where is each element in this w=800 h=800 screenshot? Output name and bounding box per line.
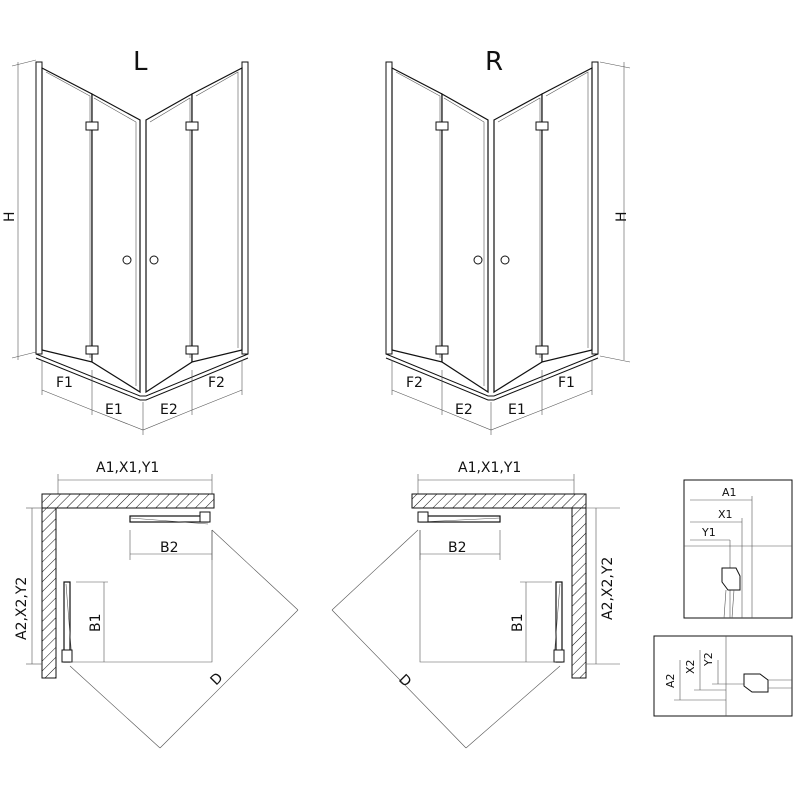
detail-bottom: A2 X2 Y2 [653, 635, 793, 717]
width-dimensions-right: F2 E2 E1 F1 [391, 360, 593, 435]
hinge-icon [535, 345, 549, 355]
door-leaf-e1 [91, 92, 141, 394]
side-panel-f1 [41, 67, 93, 363]
diagonal-label-left: D [208, 670, 227, 689]
width-dimensions-left: F1 E1 E2 F2 [41, 360, 243, 435]
back-wall [411, 493, 587, 509]
side-panel-f2 [391, 67, 443, 363]
height-dimension-right: H [599, 61, 631, 363]
e2-label-left: E2 [160, 402, 178, 418]
back-wall [41, 493, 215, 509]
view-label-left: L [133, 47, 148, 77]
hinge-icon [535, 121, 549, 131]
wall-profile-left [385, 61, 393, 355]
e1-label-right: E1 [508, 402, 526, 418]
diagonal-label-right: D [395, 672, 414, 691]
b1-label-left: B1 [88, 613, 104, 632]
f1-label-left: F1 [56, 375, 73, 391]
width-a-label-left: A1,X1,Y1 [96, 460, 159, 476]
elevation-right: R H F2 [385, 47, 631, 435]
side-panel-f2 [191, 67, 243, 363]
elevation-left: L H [2, 47, 249, 435]
plan-right: A1,X1,Y1 A2,X2,Y2 B2 B1 D [331, 460, 620, 749]
hinge-icon [85, 345, 99, 355]
hinge-icon [185, 345, 199, 355]
hinge-icon [435, 345, 449, 355]
detail-a1-label: A1 [722, 486, 737, 499]
b1-label-right: B1 [510, 613, 526, 632]
width-a-label-right: A1,X1,Y1 [458, 460, 521, 476]
width-b-label-left: A2,X2,Y2 [14, 577, 30, 640]
side-wall [41, 507, 57, 679]
knob-icon [149, 255, 159, 265]
detail-frame [653, 635, 793, 717]
wall-profile-left [35, 61, 43, 355]
profile-icon [743, 673, 769, 693]
knob-icon [122, 255, 132, 265]
detail-y2-label: Y2 [702, 652, 715, 667]
detail-x2-label: X2 [684, 659, 697, 674]
side-wall [571, 507, 587, 679]
door-leaf-e2 [145, 92, 193, 394]
wall-profile-right [241, 61, 249, 355]
b2-label-left: B2 [160, 540, 179, 556]
hinge-icon [435, 121, 449, 131]
detail-frame [683, 479, 793, 619]
e2-label-right: E2 [455, 402, 473, 418]
width-b-label-right: A2,X2,Y2 [600, 557, 616, 620]
e1-label-left: E1 [105, 402, 123, 418]
wall-profile-right [591, 61, 599, 355]
detail-y1-label: Y1 [701, 526, 716, 539]
height-label-left: H [2, 211, 18, 222]
knob-icon [473, 255, 483, 265]
detail-top: A1 X1 Y1 [683, 479, 793, 619]
view-label-right: R [485, 47, 503, 77]
detail-a2-label: A2 [664, 673, 677, 688]
height-label-right: H [614, 211, 630, 222]
side-panel-f1 [541, 67, 593, 363]
door-leaf-e2 [441, 92, 489, 394]
profile-icon [721, 567, 741, 591]
f2-label-right: F2 [406, 375, 423, 391]
f1-label-right: F1 [558, 375, 575, 391]
hinge-icon [85, 121, 99, 131]
door-leaf-e1 [493, 92, 543, 394]
f2-label-left: F2 [208, 375, 225, 391]
hinge-icon [185, 121, 199, 131]
detail-x1-label: X1 [718, 508, 733, 521]
b2-label-right: B2 [448, 540, 467, 556]
plan-left: A1,X1,Y1 A2,X2,Y2 B2 B1 D [14, 460, 299, 749]
height-dimension-left: H [2, 59, 37, 360]
knob-icon [500, 255, 510, 265]
